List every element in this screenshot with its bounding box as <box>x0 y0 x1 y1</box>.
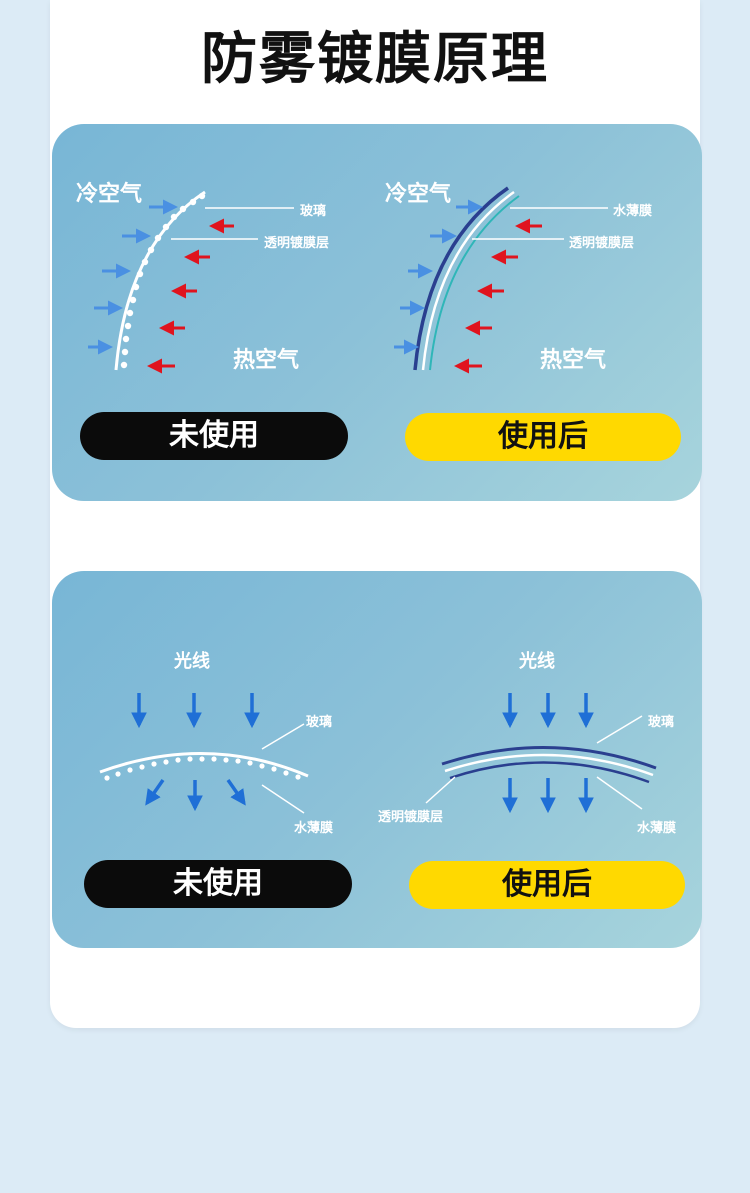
light-arrows-left-top <box>139 693 252 725</box>
before-use-badge: 未使用 <box>84 860 352 908</box>
coating-label-right: 透明镀膜层 <box>378 806 443 825</box>
water-film-label-right: 水薄膜 <box>613 200 652 219</box>
glass-curve-right <box>415 188 508 370</box>
coating-leader-right <box>426 777 455 803</box>
page-title: 防雾镀膜原理 <box>0 14 750 95</box>
light-arrows-right-top <box>510 693 586 725</box>
after-use-badge: 使用后 <box>409 861 685 909</box>
light-panel: 光线 光线 玻璃 水薄膜 透明镀膜层 玻璃 水薄膜 未使用 使用后 <box>52 571 702 948</box>
cold-air-label-right: 冷空气 <box>385 176 451 208</box>
glass-curve-left <box>116 192 205 370</box>
after-use-badge: 使用后 <box>405 413 681 461</box>
coating-label-left: 透明镀膜层 <box>264 232 329 251</box>
glass-curve-left <box>100 753 308 776</box>
glass-leader-right <box>597 716 642 743</box>
cold-air-arrows-left <box>88 207 175 347</box>
hot-air-label-right: 热空气 <box>540 342 606 374</box>
water-leader-left <box>262 785 304 813</box>
light-label-left: 光线 <box>174 647 210 673</box>
hot-air-arrows-left <box>150 226 234 366</box>
light-arrows-left-bottom <box>147 780 244 808</box>
glass-leader-left <box>262 724 304 749</box>
condensation-panel: 冷空气 玻璃 透明镀膜层 热空气 冷空气 水薄膜 透明镀膜层 热空气 未使用 使… <box>52 124 702 501</box>
water-film-label-left: 水薄膜 <box>294 817 333 836</box>
glass-label-right: 玻璃 <box>648 711 674 730</box>
cold-air-label-left: 冷空气 <box>76 176 142 208</box>
coating-label-right: 透明镀膜层 <box>569 232 634 251</box>
before-use-badge: 未使用 <box>80 412 348 460</box>
light-arrows-right-bottom <box>510 778 586 810</box>
light-label-right: 光线 <box>519 647 555 673</box>
glass-label-left: 玻璃 <box>306 711 332 730</box>
water-leader-right <box>597 777 642 809</box>
water-film-label-right: 水薄膜 <box>637 817 676 836</box>
water-droplets-left <box>104 756 300 780</box>
hot-air-label-left: 热空气 <box>233 342 299 374</box>
fog-droplets <box>121 193 205 368</box>
glass-label-left: 玻璃 <box>300 200 326 219</box>
